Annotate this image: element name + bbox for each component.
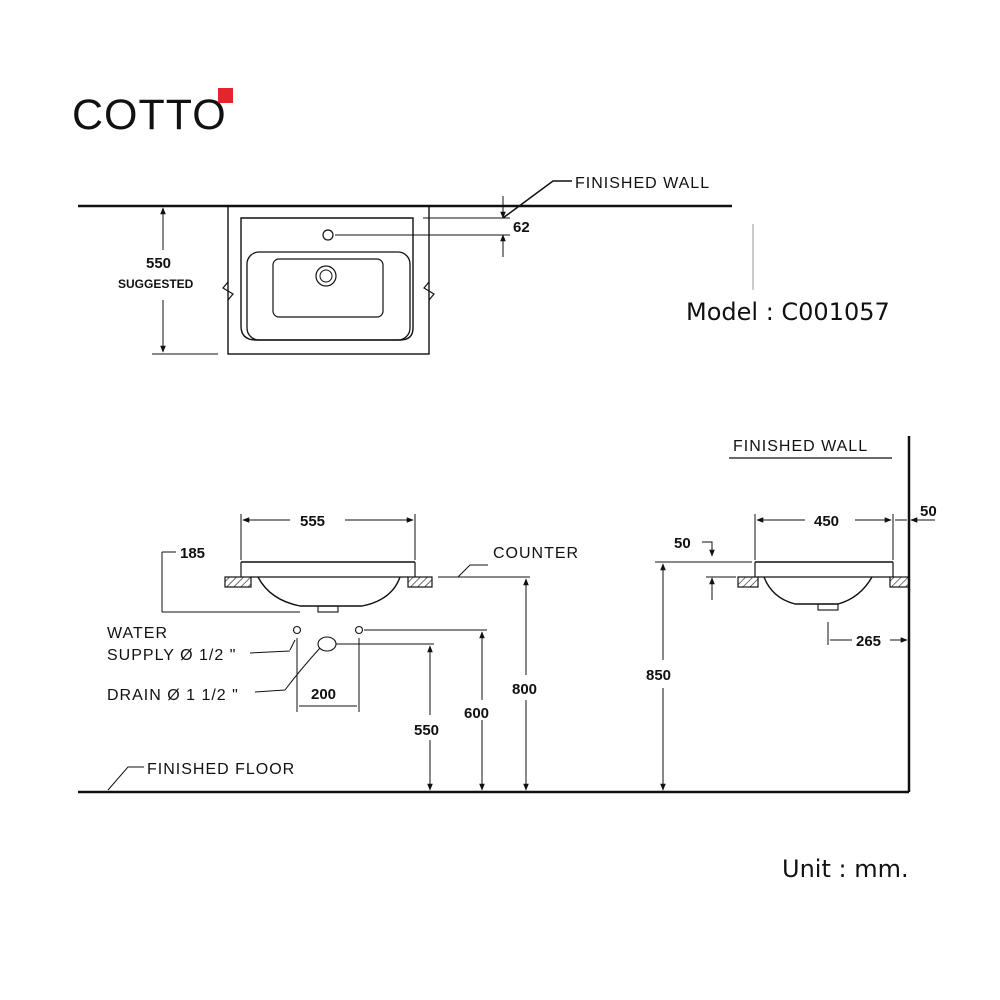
label-suggested: SUGGESTED — [118, 277, 194, 291]
dim-550-plan: 550 — [146, 255, 171, 272]
logo-red-square — [218, 88, 233, 103]
basin-inner-plan — [272, 258, 384, 318]
plan-view — [78, 180, 754, 355]
dim-550-floor: 550 — [414, 722, 439, 739]
unit-label: Unit : mm. — [782, 855, 909, 883]
basin-bowl-plan — [246, 251, 411, 341]
dim-50-lip: 50 — [674, 535, 691, 552]
dim-200: 200 — [311, 686, 336, 703]
drain-hole-plan — [315, 265, 337, 287]
leader-finished-wall-top — [502, 180, 572, 219]
label-water-supply-1: WATER — [107, 625, 168, 642]
dim-62: 62 — [513, 219, 530, 236]
dim-450: 450 — [814, 513, 839, 530]
counter-block-right — [407, 576, 433, 588]
model-label: Model : C001057 — [686, 298, 890, 326]
label-water-supply-2: SUPPLY Ø 1/2 " — [107, 647, 236, 664]
front-elevation — [78, 514, 909, 794]
label-counter: COUNTER — [493, 545, 579, 562]
break-mark-right — [423, 281, 435, 301]
side-elevation — [655, 436, 935, 792]
dim-185: 185 — [180, 545, 205, 562]
label-finished-floor: FINISHED FLOOR — [147, 761, 295, 778]
basin-bowl-front — [257, 576, 401, 607]
counter-outline-plan — [227, 205, 430, 355]
label-finished-wall-top: FINISHED WALL — [575, 175, 710, 192]
cotto-logo-text: COTTO — [72, 91, 227, 139]
dim-600: 600 — [464, 705, 489, 722]
basin-outline-plan — [240, 217, 414, 341]
dim-800: 800 — [512, 681, 537, 698]
label-drain: DRAIN Ø 1 1/2 " — [107, 687, 239, 704]
basin-bowl-side — [763, 576, 873, 605]
label-finished-wall-side: FINISHED WALL — [733, 438, 868, 455]
drain-stub-front — [317, 605, 339, 613]
counter-block-left — [224, 576, 252, 588]
dim-555: 555 — [300, 513, 325, 530]
dim-850: 850 — [646, 667, 671, 684]
dim-50-side: 50 — [920, 503, 937, 520]
break-mark-left — [222, 281, 234, 301]
dim-265: 265 — [856, 633, 881, 650]
faucet-hole — [322, 229, 334, 241]
